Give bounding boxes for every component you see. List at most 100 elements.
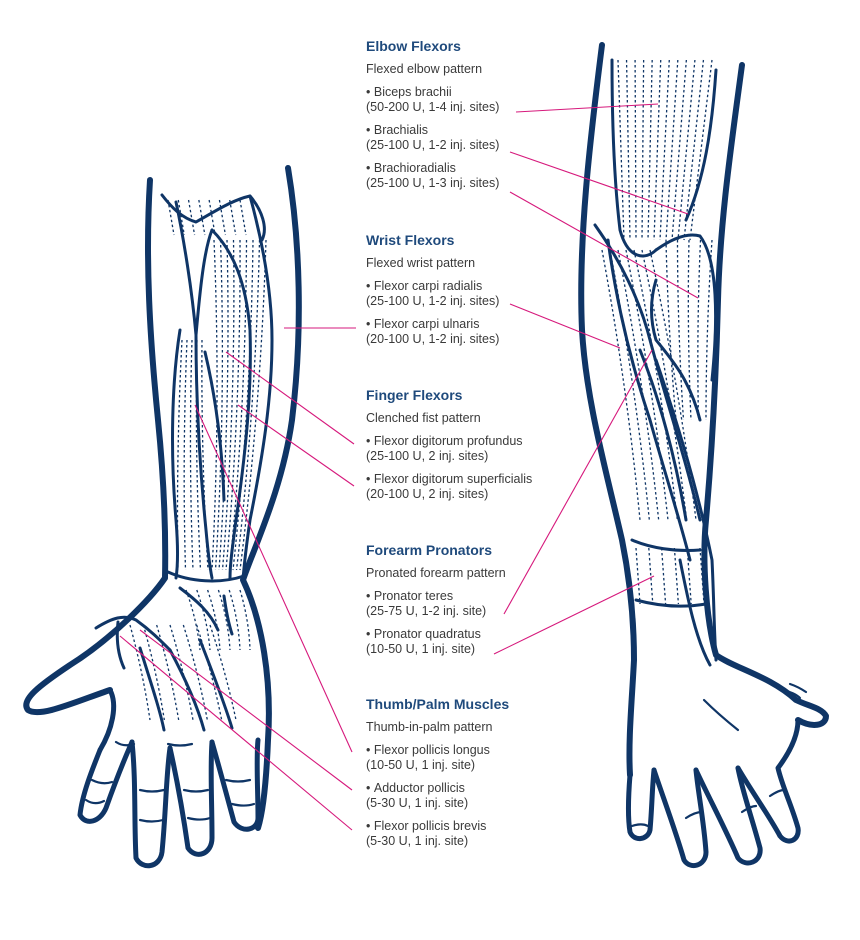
leader-biceps-brachii bbox=[515, 103, 659, 113]
item-pronator-teres: Pronator teres (25-75 U, 1-2 inj. site) bbox=[366, 589, 556, 619]
muscle-fiber bbox=[221, 239, 235, 571]
item-name: Flexor digitorum superficialis bbox=[366, 472, 532, 486]
item-name: Brachioradialis bbox=[366, 161, 456, 175]
item-dose: (25-100 U, 2 inj. sites) bbox=[366, 449, 489, 463]
muscle-fiber bbox=[673, 547, 680, 605]
group-thumb-palm-muscles: Thumb/Palm Muscles Thumb-in-palm pattern… bbox=[366, 696, 556, 857]
group-finger-flexors: Finger Flexors Clenched fist pattern Fle… bbox=[366, 387, 556, 510]
item-name: Flexor carpi radialis bbox=[366, 279, 482, 293]
group-heading: Finger Flexors bbox=[366, 387, 463, 403]
muscle-fiber bbox=[228, 239, 248, 571]
muscle-fiber bbox=[677, 59, 696, 241]
item-name: Flexor pollicis longus bbox=[366, 743, 490, 757]
right-arm-outer-contour bbox=[578, 42, 637, 778]
muscle-fiber bbox=[218, 239, 229, 571]
leader-lines bbox=[119, 103, 699, 831]
group-pattern: Clenched fist pattern bbox=[366, 411, 481, 425]
muscle-fiber bbox=[228, 589, 241, 651]
muscle-fiber bbox=[617, 249, 660, 521]
group-wrist-flexors: Wrist Flexors Flexed wrist pattern Flexo… bbox=[366, 232, 556, 355]
muscle-fiber bbox=[176, 339, 183, 571]
muscle-fiber bbox=[214, 239, 224, 571]
muscle-fiber bbox=[195, 339, 202, 571]
item-flexor-pollicis-longus: Flexor pollicis longus (10-50 U, 1 inj. … bbox=[366, 743, 556, 773]
item-dose: (25-100 U, 1-2 inj. sites) bbox=[366, 294, 500, 308]
right-knuckle-creases bbox=[630, 682, 808, 828]
muscle-fiber bbox=[239, 589, 251, 651]
right-finger-4 bbox=[735, 717, 801, 844]
left-finger-little bbox=[209, 737, 261, 832]
group-pattern: Thumb-in-palm pattern bbox=[366, 720, 493, 734]
item-dose: (25-100 U, 1-3 inj. sites) bbox=[366, 176, 500, 190]
muscle-fiber bbox=[183, 339, 188, 571]
item-adductor-pollicis: Adductor pollicis (5-30 U, 1 inj. site) bbox=[366, 781, 556, 811]
muscle-fiber bbox=[634, 59, 637, 241]
left-arm-radial-contour bbox=[23, 177, 169, 716]
muscle-fiber bbox=[687, 239, 692, 421]
muscle-fiber bbox=[659, 59, 670, 241]
group-pattern: Flexed wrist pattern bbox=[366, 256, 476, 270]
item-dose: (25-75 U, 1-2 inj. site) bbox=[366, 604, 487, 618]
muscle-fiber bbox=[633, 249, 678, 521]
muscle-fiber bbox=[647, 59, 653, 241]
muscle-fiber bbox=[699, 547, 705, 605]
left-forearm-hand-illustration bbox=[23, 165, 302, 869]
leader-pronator-teres bbox=[503, 349, 653, 615]
item-name: Pronator teres bbox=[366, 589, 453, 603]
muscle-fiber bbox=[235, 239, 261, 571]
item-name: Flexor carpi ulnaris bbox=[366, 317, 479, 331]
item-dose: (25-100 U, 1-2 inj. sites) bbox=[366, 138, 500, 152]
muscle-fiber bbox=[625, 59, 631, 241]
item-dose: (20-100 U, 1-2 inj. sites) bbox=[366, 332, 500, 346]
muscle-fiber bbox=[185, 589, 201, 651]
item-flexor-pollicis-brevis: Flexor pollicis brevis (5-30 U, 1 inj. s… bbox=[366, 819, 556, 849]
item-dose: (50-200 U, 1-4 inj. sites) bbox=[366, 100, 500, 114]
item-brachialis: Brachialis (25-100 U, 1-2 inj. sites) bbox=[366, 123, 556, 153]
leader-flexor-pollicis-longus bbox=[194, 404, 353, 753]
item-name: Flexor pollicis brevis bbox=[366, 819, 486, 833]
muscle-fiber bbox=[232, 239, 254, 571]
item-dose: (5-30 U, 1 inj. site) bbox=[366, 796, 469, 810]
group-forearm-pronators: Forearm Pronators Pronated forearm patte… bbox=[366, 542, 556, 665]
muscle-fiber bbox=[129, 624, 151, 721]
muscle-fiber bbox=[686, 547, 692, 605]
group-heading: Wrist Flexors bbox=[366, 232, 455, 248]
group-pattern: Pronated forearm pattern bbox=[366, 566, 506, 580]
item-name: Pronator quadratus bbox=[366, 627, 481, 641]
group-heading: Elbow Flexors bbox=[366, 38, 461, 54]
item-pronator-quadratus: Pronator quadratus (10-50 U, 1 inj. site… bbox=[366, 627, 556, 657]
item-name: Adductor pollicis bbox=[366, 781, 465, 795]
leader-brachialis bbox=[509, 151, 689, 215]
group-pattern: Flexed elbow pattern bbox=[366, 62, 483, 76]
left-muscle-outline-1 bbox=[171, 328, 182, 580]
muscle-fiber bbox=[225, 239, 241, 571]
item-dose: (20-100 U, 2 inj. sites) bbox=[366, 487, 489, 501]
muscle-fiber bbox=[697, 239, 702, 421]
left-finger-index bbox=[77, 739, 135, 824]
muscle-fiber bbox=[641, 59, 645, 241]
item-flexor-digitorum-profundus: Flexor digitorum profundus (25-100 U, 2 … bbox=[366, 434, 556, 464]
muscle-fiber bbox=[201, 339, 209, 571]
item-name: Biceps brachii bbox=[366, 85, 452, 99]
item-dose: (10-50 U, 1 inj. site) bbox=[366, 758, 476, 772]
muscle-fiber bbox=[660, 547, 667, 605]
muscle-fiber bbox=[665, 59, 679, 241]
left-finger-middle bbox=[129, 739, 173, 869]
leader-brachioradialis bbox=[509, 191, 699, 299]
muscle-fiber bbox=[641, 249, 688, 521]
item-dose: (10-50 U, 1 inj. site) bbox=[366, 642, 476, 656]
muscle-fiber bbox=[601, 249, 641, 521]
muscle-fiber bbox=[683, 59, 705, 241]
right-wrist-band bbox=[630, 538, 702, 552]
item-brachioradialis: Brachioradialis (25-100 U, 1-3 inj. site… bbox=[366, 161, 556, 191]
muscle-fiber bbox=[653, 59, 662, 241]
muscle-fiber bbox=[189, 339, 194, 571]
muscle-fiber bbox=[196, 589, 211, 651]
right-arm-hand-illustration bbox=[578, 42, 829, 869]
muscle-fiber bbox=[625, 249, 669, 521]
leader-flexor-digitorum-profundus bbox=[225, 351, 355, 445]
group-elbow-flexors: Elbow Flexors Flexed elbow pattern Bicep… bbox=[366, 38, 556, 199]
left-arm-muscle-fibers bbox=[129, 199, 267, 721]
